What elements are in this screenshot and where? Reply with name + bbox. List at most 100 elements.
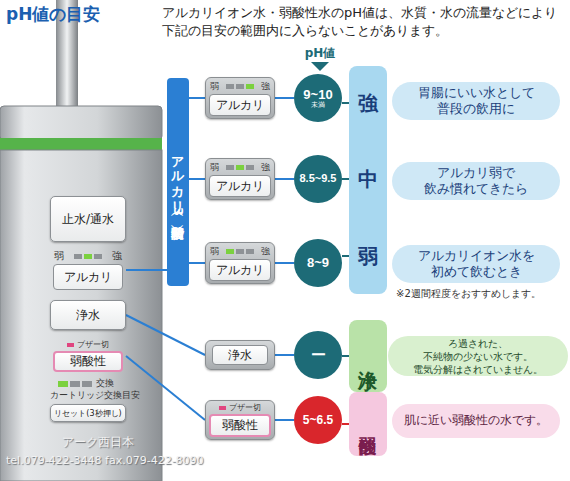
button-label: アルカリ bbox=[216, 262, 264, 279]
description-text: 肌に近い弱酸性の水です。 bbox=[404, 413, 548, 429]
indicator-label: カートリッジ交換目安 bbox=[50, 390, 140, 402]
alkali-bracket-band: アルカリ（3段階切替） bbox=[167, 78, 189, 286]
indicator-row: 弱強 bbox=[54, 249, 122, 263]
description-pill: アルカリイオン水を 初めて飲むとき bbox=[392, 245, 560, 283]
indicator-label: 交換 bbox=[96, 377, 114, 390]
ph-pointer bbox=[311, 62, 329, 71]
band-label: 中 bbox=[358, 169, 378, 189]
connector-line bbox=[342, 355, 349, 357]
page-title: pH値の目安 bbox=[6, 3, 100, 26]
filter-indicator: 浄水 bbox=[205, 340, 275, 370]
weak-acid-button: ブザー切弱酸性 bbox=[50, 338, 126, 374]
note-text: アルカリイオン水・弱酸性水のpH値は、水質・水の流量などにより下記の目安の範囲内… bbox=[162, 4, 566, 40]
connector-line bbox=[275, 354, 294, 356]
strength-label: 強 bbox=[261, 161, 270, 174]
mode-button: アルカリ bbox=[53, 264, 123, 290]
mode-button: アルカリ bbox=[209, 259, 271, 281]
indicator-bar bbox=[246, 84, 254, 89]
filter-button: 浄水 bbox=[50, 300, 126, 330]
level-band: 浄水 bbox=[349, 320, 387, 392]
description-pill: 肌に近い弱酸性の水です。 bbox=[392, 404, 560, 438]
band-label: アルカリ（3段階切替） bbox=[172, 147, 185, 216]
buzzer-label: ブザー切 bbox=[229, 402, 261, 413]
ph-circle: 5~6.5 bbox=[294, 396, 342, 444]
strength-label: 強 bbox=[261, 245, 270, 258]
band-label: 弱 bbox=[358, 246, 378, 266]
band-label: 強 bbox=[358, 93, 378, 113]
mode-indicator: 弱強アルカリ bbox=[205, 242, 275, 284]
connector-line bbox=[275, 262, 294, 264]
indicator-row: 弱強 bbox=[210, 160, 270, 174]
description-text: アルカリ弱で 飲み慣れてきたら bbox=[402, 165, 550, 198]
button-label: リセット(3秒押し) bbox=[54, 408, 121, 419]
watermark: アーク西日本 bbox=[62, 434, 134, 451]
strength-label: 弱 bbox=[210, 245, 219, 258]
level-band: 弱酸性 bbox=[349, 392, 387, 456]
button-label: 浄水 bbox=[228, 347, 252, 364]
indicator-bar bbox=[226, 249, 234, 254]
mode-button: 弱酸性 bbox=[209, 414, 271, 437]
connector-line bbox=[342, 255, 349, 257]
reset-button: リセット(3秒押し) bbox=[50, 404, 126, 422]
indicator-bar bbox=[236, 165, 244, 170]
button-label: 止水/通水 bbox=[62, 211, 114, 228]
ph-value: 9~10 bbox=[303, 88, 332, 102]
connector-line bbox=[275, 419, 294, 421]
ph-circle: 8~9 bbox=[294, 239, 342, 287]
connector-line bbox=[189, 97, 205, 99]
indicator-bar bbox=[74, 254, 82, 259]
ph-note: 未満 bbox=[311, 101, 325, 108]
ph-circle: ー bbox=[294, 331, 342, 379]
connector-line bbox=[342, 102, 349, 104]
button-label: アルカリ bbox=[64, 269, 112, 286]
description-text: アルカリイオン水を 初めて飲むとき bbox=[402, 248, 550, 281]
ph-value: 8.5~9.5 bbox=[299, 173, 336, 185]
connector-line bbox=[126, 269, 167, 271]
footnote: ※2週間程度をおすすめします。 bbox=[396, 287, 541, 301]
indicator-bars bbox=[226, 165, 254, 170]
ph-value: 8~9 bbox=[307, 256, 329, 270]
device-green-ring bbox=[0, 138, 162, 150]
buzzer-row: ブザー切 bbox=[54, 339, 122, 350]
ph-value: ー bbox=[311, 347, 326, 363]
indicator-row: 弱強 bbox=[210, 244, 270, 258]
cartridge-indicator bbox=[70, 381, 80, 387]
alkali-button: 弱強アルカリ bbox=[50, 248, 126, 292]
level-band: 強 bbox=[349, 66, 387, 140]
connector-line bbox=[189, 178, 205, 180]
description-text: ろ過された、不純物の少ない水です。 電気分解はされていません。 bbox=[398, 337, 558, 376]
indicator-bars bbox=[226, 84, 254, 89]
strength-label: 強 bbox=[261, 80, 270, 93]
connector-line bbox=[126, 315, 205, 355]
axis-label: pH値 bbox=[298, 45, 342, 62]
cartridge-indicator bbox=[82, 381, 92, 387]
acid-indicator bbox=[219, 406, 226, 410]
indicator-bar bbox=[226, 84, 234, 89]
cartridge-indicator bbox=[58, 381, 68, 387]
indicator-bar bbox=[236, 84, 244, 89]
ph-circle: 8.5~9.5 bbox=[294, 155, 342, 203]
indicator-bar bbox=[236, 249, 244, 254]
button-label: アルカリ bbox=[216, 178, 264, 195]
description-pill: アルカリ弱で 飲み慣れてきたら bbox=[392, 162, 560, 200]
level-band: 弱 bbox=[349, 218, 387, 294]
strength-label: 弱 bbox=[210, 161, 219, 174]
indicator-row: 弱強 bbox=[210, 79, 270, 93]
connector-line bbox=[342, 423, 349, 425]
indicator-bars bbox=[74, 254, 102, 259]
ph-circle: 9~10未満 bbox=[294, 74, 342, 122]
device-cap bbox=[0, 106, 162, 140]
stop-flow-button: 止水/通水 bbox=[50, 196, 126, 242]
indicator-bar bbox=[246, 165, 254, 170]
level-band: 中 bbox=[349, 140, 387, 218]
connector-line bbox=[342, 178, 349, 180]
strength-label: 弱 bbox=[210, 80, 219, 93]
indicator-bar bbox=[84, 254, 92, 259]
indicator-bar bbox=[94, 254, 102, 259]
button-label: アルカリ bbox=[216, 97, 264, 114]
button-label: 弱酸性 bbox=[222, 417, 258, 434]
buzzer-label: ブザー切 bbox=[77, 339, 109, 350]
mode-indicator: 弱強アルカリ bbox=[205, 77, 275, 119]
connector-line bbox=[126, 356, 205, 420]
